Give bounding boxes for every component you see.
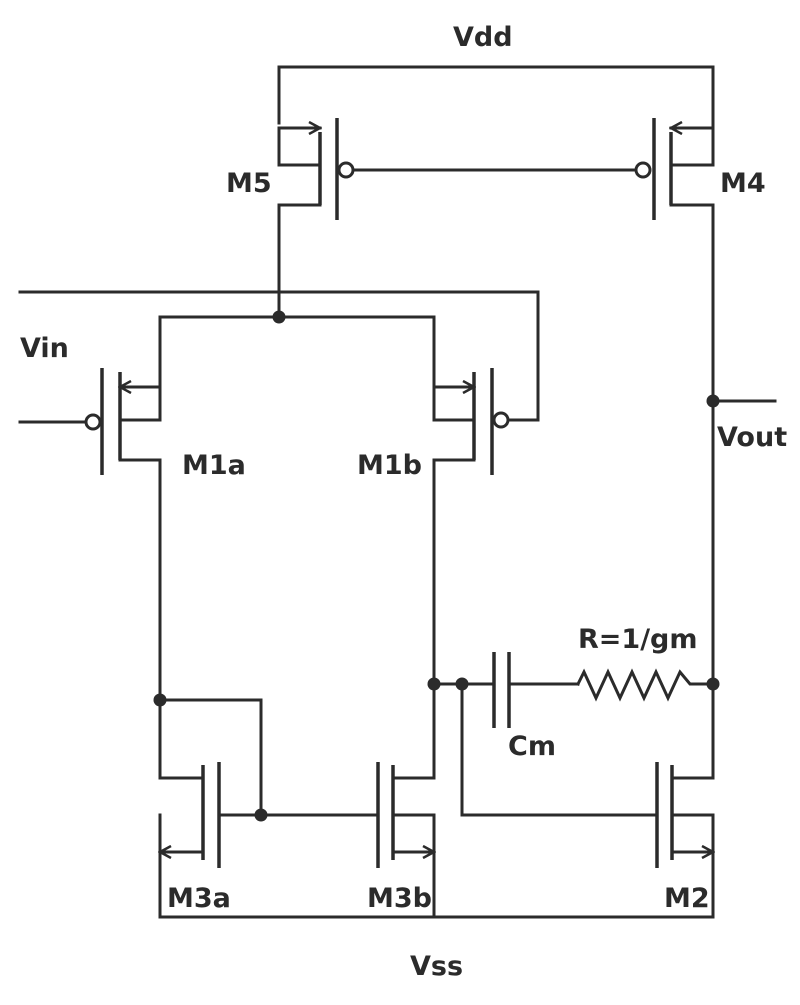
- label-m4: M4: [720, 168, 766, 199]
- m1b-drain-wire: [391, 458, 436, 780]
- vout-dot: [706, 394, 720, 408]
- vdd-rail: [277, 65, 715, 130]
- m2-gate-dot: [455, 677, 469, 691]
- transistor-m1b: [432, 368, 510, 475]
- transistor-m2: [655, 762, 713, 868]
- m2-gate-wire: [460, 682, 659, 817]
- resistor-r: [575, 668, 715, 702]
- transistor-m3b: [376, 762, 434, 868]
- label-m1a: M1a: [182, 450, 246, 481]
- m1b-gate-wire: [18, 290, 540, 422]
- m1a-drain-wire: [158, 458, 205, 780]
- label-vss: Vss: [410, 951, 463, 982]
- m3-gate-dot: [254, 808, 268, 822]
- transistor-m4: [634, 118, 715, 220]
- label-vdd: Vdd: [453, 22, 513, 53]
- label-m1b: M1b: [357, 450, 422, 481]
- transistor-m5: [277, 118, 355, 220]
- transistor-m1a: [18, 368, 162, 475]
- capacitor-cm: [492, 652, 580, 728]
- label-m5: M5: [226, 168, 272, 199]
- label-m2: M2: [664, 883, 710, 914]
- resistor-node-dot: [706, 677, 720, 691]
- label-resistor: R=1/gm: [578, 624, 698, 655]
- label-m3a: M3a: [167, 883, 231, 914]
- tail-node-dot: [272, 310, 286, 324]
- label-cm: Cm: [508, 731, 556, 762]
- label-vin: Vin: [20, 333, 69, 364]
- m1a-drain-dot: [153, 693, 167, 707]
- label-vout: Vout: [717, 422, 787, 453]
- tail-node-wire: [158, 315, 436, 389]
- vss-rail: [158, 813, 715, 919]
- label-m3b: M3b: [367, 883, 432, 914]
- diode-connect-wire: [158, 698, 263, 817]
- first-stage-out-dot: [427, 677, 441, 691]
